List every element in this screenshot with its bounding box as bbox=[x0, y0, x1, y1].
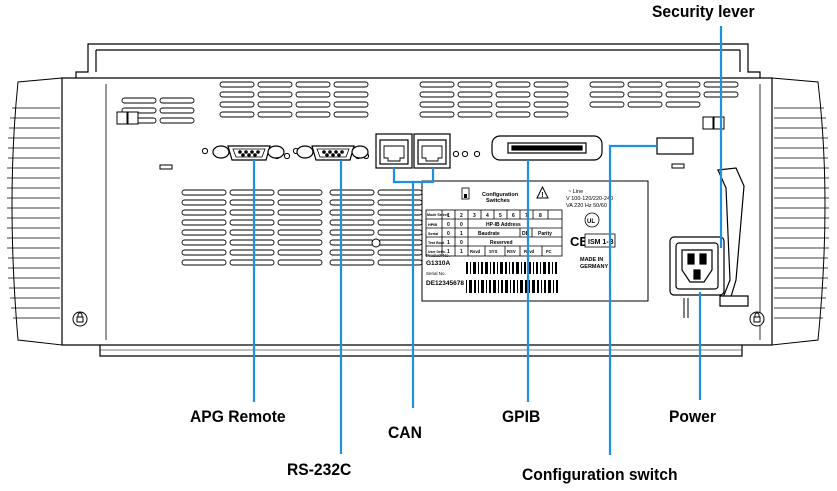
configuration-switch[interactable] bbox=[657, 138, 693, 154]
svg-text:1: 1 bbox=[447, 249, 450, 255]
svg-text:SYS: SYS bbox=[489, 249, 498, 254]
svg-text:0: 0 bbox=[460, 240, 463, 246]
rating-label: VA 220 Hz 50/60 bbox=[566, 203, 607, 209]
callout-gpib: GPIB bbox=[502, 407, 540, 427]
svg-text:Mode Select: Mode Select bbox=[427, 213, 449, 217]
gpib-connector[interactable] bbox=[492, 136, 602, 160]
product-number: G1310A bbox=[426, 260, 451, 267]
made-in-label: MADE IN bbox=[580, 257, 603, 263]
svg-text:Reserved: Reserved bbox=[490, 240, 513, 246]
svg-text:Serial: Serial bbox=[428, 232, 438, 236]
svg-text:5: 5 bbox=[499, 213, 502, 219]
line-label: ~ Line bbox=[568, 189, 583, 195]
svg-text:2: 2 bbox=[460, 213, 463, 219]
svg-text:UL: UL bbox=[587, 219, 595, 225]
svg-text:Baudrate: Baudrate bbox=[478, 231, 500, 237]
svg-text:0: 0 bbox=[460, 222, 463, 228]
svg-text:HPIB: HPIB bbox=[428, 223, 437, 227]
right-side-fins bbox=[772, 78, 829, 345]
svg-text:1: 1 bbox=[460, 249, 463, 255]
callout-apg-remote: APG Remote bbox=[190, 407, 286, 427]
svg-text:Rsvd: Rsvd bbox=[470, 249, 481, 254]
callout-rs232c: RS-232C bbox=[287, 460, 351, 480]
svg-text:Test Boot: Test Boot bbox=[428, 241, 445, 245]
rs232c-connector[interactable] bbox=[297, 146, 368, 160]
svg-text:Rsvd: Rsvd bbox=[524, 249, 535, 254]
svg-text:0: 0 bbox=[447, 231, 450, 237]
svg-text:3: 3 bbox=[473, 213, 476, 219]
svg-text:Parity: Parity bbox=[538, 231, 552, 237]
config-switches-sub: Switches bbox=[486, 198, 510, 204]
serial-label: Serial No. bbox=[426, 271, 446, 276]
svg-text:1: 1 bbox=[447, 240, 450, 246]
apg-remote-connector[interactable] bbox=[213, 146, 284, 160]
power-inlet[interactable] bbox=[670, 237, 724, 295]
svg-text:HP-IB Address: HP-IB Address bbox=[486, 222, 521, 228]
callout-power: Power bbox=[669, 407, 716, 427]
svg-text:6: 6 bbox=[512, 213, 515, 219]
svg-text:RSV: RSV bbox=[507, 249, 516, 254]
svg-text:User Defin.: User Defin. bbox=[428, 250, 446, 254]
svg-text:FC: FC bbox=[546, 249, 552, 254]
svg-text:!: ! bbox=[541, 192, 543, 199]
svg-text:1: 1 bbox=[460, 231, 463, 237]
svg-text:1: 1 bbox=[447, 213, 450, 219]
svg-text:4: 4 bbox=[486, 213, 489, 219]
svg-text:8: 8 bbox=[539, 213, 542, 219]
left-side-fins bbox=[7, 78, 62, 345]
svg-text:0: 0 bbox=[447, 222, 450, 228]
serial-number: DE12345678 bbox=[426, 280, 464, 287]
voltage-label: V 100-120/220-240 bbox=[566, 196, 613, 202]
country-label: GERMANY bbox=[580, 264, 608, 270]
callout-can: CAN bbox=[388, 423, 422, 443]
callout-configuration-switch: Configuration switch bbox=[522, 465, 678, 485]
callout-security-lever: Security lever bbox=[652, 2, 755, 22]
